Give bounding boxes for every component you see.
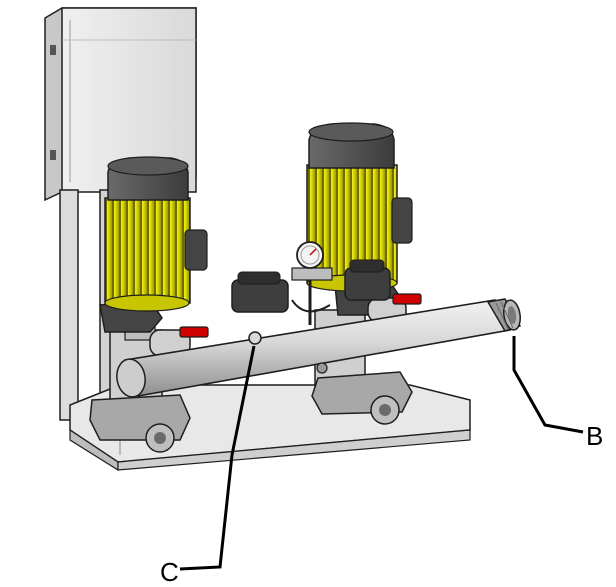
pressure-switch-assembly	[231, 255, 391, 325]
leader-line-b	[512, 336, 584, 434]
pressure-gauge	[296, 241, 324, 269]
callout-label-b: B	[586, 421, 604, 451]
motor-left	[104, 156, 208, 312]
callout-label-c: C	[160, 557, 179, 587]
discharge-manifold	[116, 298, 522, 398]
leader-line-c	[179, 345, 256, 571]
